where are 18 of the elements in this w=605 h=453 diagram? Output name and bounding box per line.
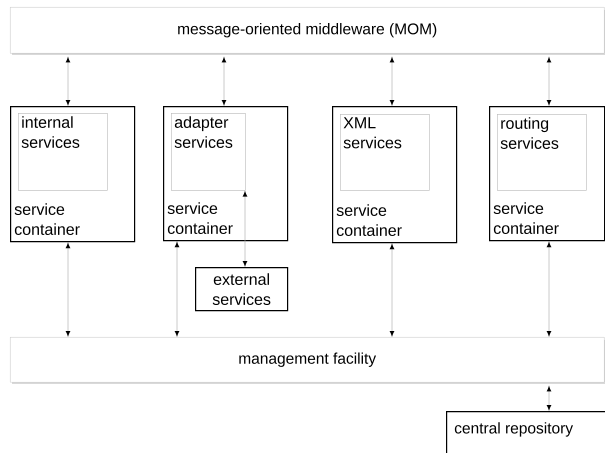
arrow <box>546 57 552 106</box>
arrow <box>390 244 394 336</box>
process-box: central repository <box>446 411 605 453</box>
arrow <box>222 57 226 106</box>
arrow <box>242 191 248 266</box>
arrow <box>66 243 70 336</box>
arrow <box>390 57 394 106</box>
services-box: XML services <box>340 114 430 191</box>
process-box: external services <box>195 267 288 312</box>
arrow <box>66 57 70 106</box>
services-box: internal services <box>18 113 108 191</box>
band-box: management facility <box>10 337 605 384</box>
arrow <box>174 242 180 336</box>
band-box: message-oriented middleware (MOM) <box>10 7 605 55</box>
services-box: routing services <box>497 114 587 191</box>
arrow <box>546 386 552 410</box>
arrow <box>546 242 552 336</box>
services-box: adapter services <box>171 113 246 191</box>
